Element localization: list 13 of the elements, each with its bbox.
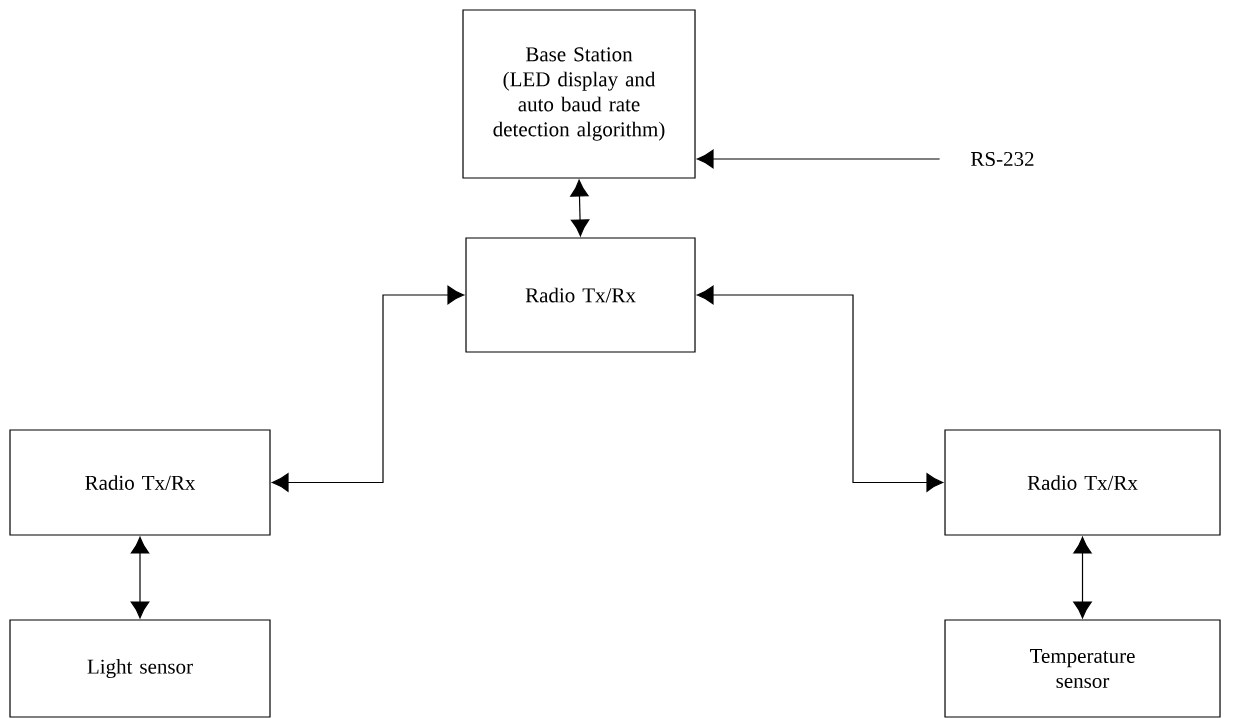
- process-box: Temperature sensor: [944, 619, 1221, 718]
- arrow: [271, 285, 465, 492]
- arrow: [696, 149, 941, 169]
- label-text: RS-232: [971, 151, 1034, 167]
- process-box: Base Station (LED display and auto baud rate detection algorithm): [462, 9, 696, 179]
- process-box: Light sensor: [9, 619, 271, 718]
- process-box: Radio Tx/Rx: [465, 237, 696, 353]
- arrow: [130, 536, 150, 619]
- arrow: [570, 179, 590, 237]
- process-box: Radio Tx/Rx: [944, 429, 1221, 536]
- process-box: Radio Tx/Rx: [9, 429, 271, 536]
- arrow: [696, 285, 944, 492]
- arrow: [1073, 536, 1092, 619]
